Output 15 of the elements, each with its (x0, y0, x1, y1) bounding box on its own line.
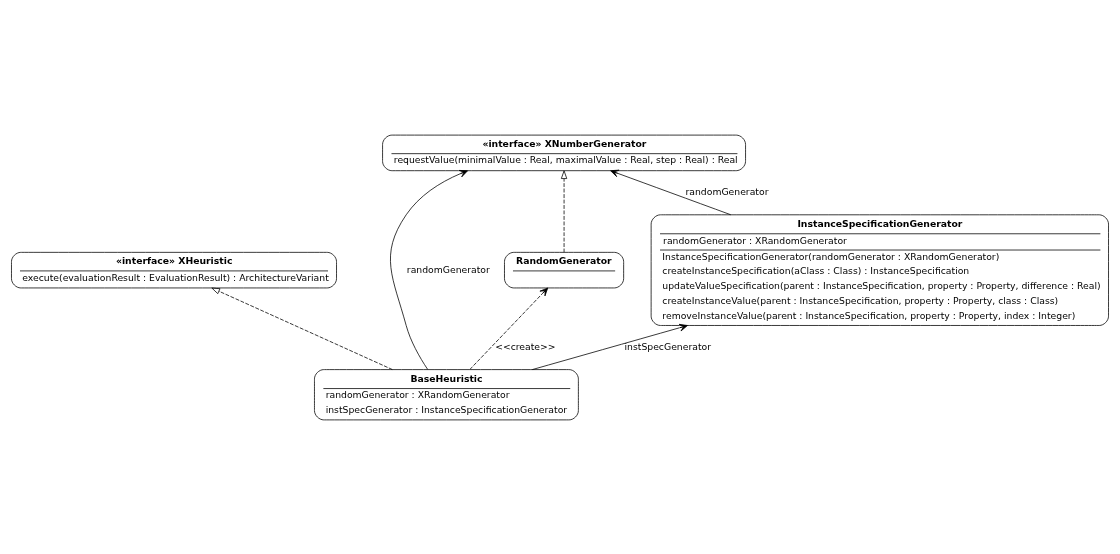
node-box: «interface» XHeuristic execute(evaluationResult : EvaluationResult) : ArchitectureVariant (11, 251, 337, 288)
arrow (531, 323, 688, 370)
arrow (469, 287, 549, 370)
node-box: InstanceSpecificationGenerator randomGenerator : XRandomGenerator InstanceSpecificationGenerator(randomGenerator : XRandomGenerator) createInstanceSpecification(aClass : Class) : InstanceSpecification updateValueSpecification(parent : InstanceSpecification, property : Property, difference : Real) createInstanceValue(parent : InstanceSpecification, property : Property, class : Class) removeInstanceValue(parent : InstanceSpecification, property : Property, index : Integer) (650, 213, 1109, 326)
edge-label: randomGenerator (406, 263, 490, 275)
edge-label: instSpecGenerator (624, 340, 712, 352)
arrow (610, 169, 732, 215)
edge-label: randomGenerator (685, 185, 769, 197)
edge-label: <<create>> (495, 340, 556, 352)
node-box: BaseHeuristic randomGenerator : XRandomGenerator instSpecGenerator : InstanceSpecificationGenerator (314, 368, 579, 420)
arrow (211, 287, 393, 370)
arrow (390, 169, 468, 370)
arrow (560, 169, 568, 253)
node-box: RandomGenerator (504, 251, 625, 288)
node-box: «interface» XNumberGenerator requestValue(minimalValue : Real, maximalValue : Real, step : Real) : Real (382, 134, 746, 171)
